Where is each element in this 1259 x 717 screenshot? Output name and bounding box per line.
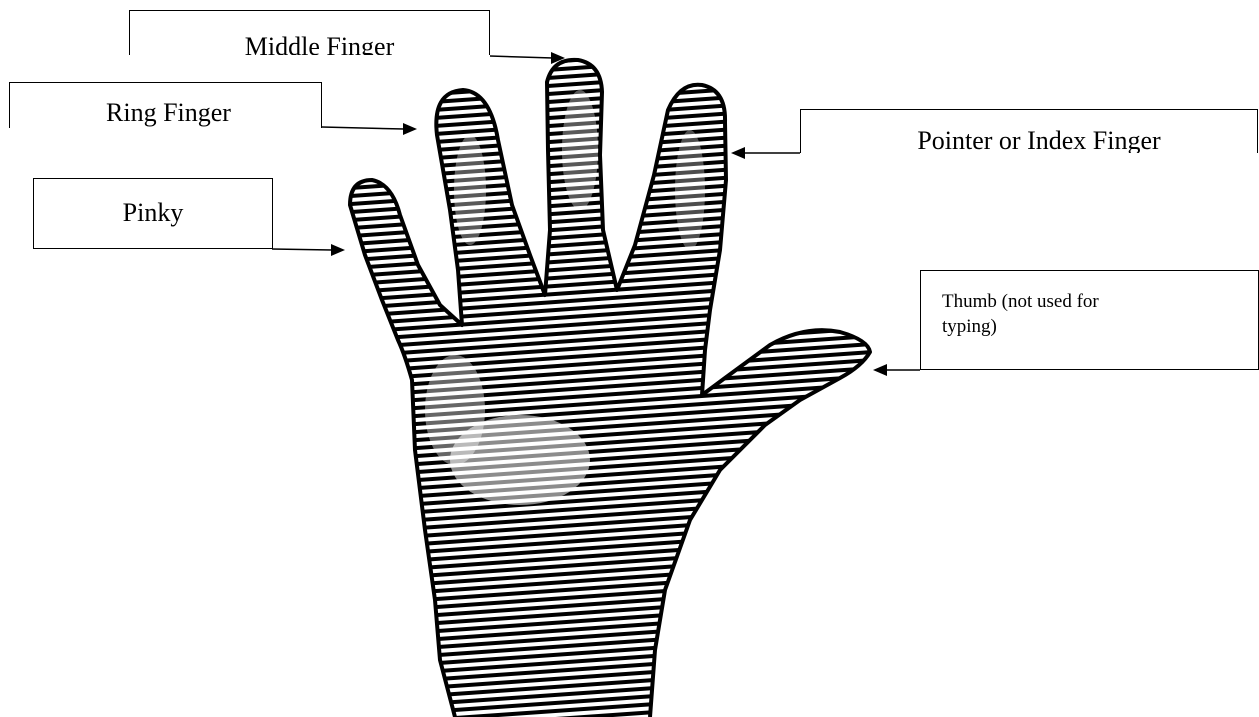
ring-finger-label: Ring Finger	[16, 98, 321, 128]
pointer-finger-label: Pointer or Index Finger	[821, 126, 1257, 153]
middle-finger-label-box: Middle Finger	[129, 10, 490, 55]
arrow-thumb	[873, 364, 920, 376]
arrow-pinky	[272, 244, 345, 256]
pointer-finger-label-box: Pointer or Index Finger	[800, 109, 1258, 153]
ring-finger-label-box: Ring Finger	[9, 82, 322, 128]
hand-illustration	[350, 60, 870, 717]
arrow-ring	[322, 123, 417, 135]
pinky-label: Pinky	[34, 198, 272, 228]
thumb-label-box: Thumb (not used for typing)	[920, 270, 1259, 370]
arrow-pointer	[731, 147, 800, 159]
arrow-middle	[490, 52, 565, 64]
pinky-label-box: Pinky	[33, 178, 273, 249]
middle-finger-label: Middle Finger	[150, 32, 489, 55]
thumb-label: Thumb (not used for typing)	[942, 290, 1158, 339]
